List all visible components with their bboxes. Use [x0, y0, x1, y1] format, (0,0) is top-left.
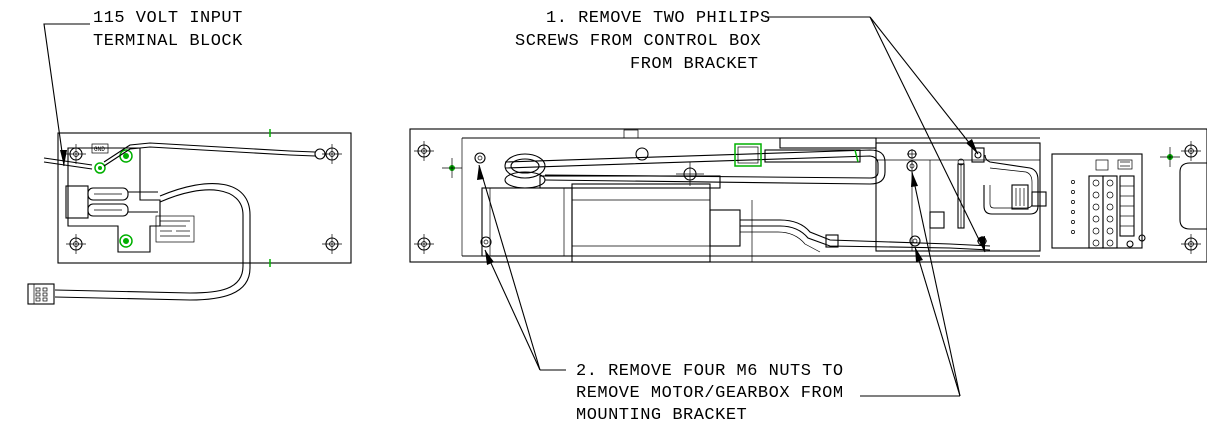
leader-lines-step1 — [765, 16, 986, 253]
terminal-plate — [57, 132, 352, 264]
ground-wire — [103, 142, 316, 163]
leader-lines-step2-right — [860, 171, 961, 397]
switch — [971, 147, 985, 163]
lead-wire — [43, 157, 93, 166]
callout-step1-line2: SCREWS FROM CONTROL BOX — [515, 32, 761, 51]
connector — [87, 187, 129, 201]
drive-belt — [504, 155, 879, 179]
m6-nut — [480, 236, 492, 248]
callout-terminal-line1: 115 VOLT INPUT — [93, 9, 243, 28]
belt-guard — [539, 175, 721, 189]
control-box-screw — [907, 149, 917, 159]
motor-body — [571, 183, 711, 263]
drive-pulley — [504, 153, 546, 189]
idler-pulley — [635, 147, 649, 161]
led-column — [1071, 180, 1075, 234]
terminal-block-assembly: GND — [27, 23, 352, 305]
arrowhead — [60, 150, 67, 166]
ribbon-cable — [983, 154, 1039, 215]
drive-belt — [504, 149, 886, 185]
motor-gearbox-assembly — [409, 128, 1207, 263]
mounting-hole — [1181, 234, 1201, 254]
terminal-block — [65, 185, 89, 219]
gnd-tag — [91, 143, 109, 154]
cable-clip — [825, 234, 839, 248]
label-plate — [155, 215, 195, 243]
callout-step2-line2: REMOVE MOTOR/GEARBOX FROM — [576, 384, 844, 403]
wire-harness — [740, 225, 991, 251]
callout-step2-line3: MOUNTING BRACKET — [576, 406, 747, 424]
ring-terminal — [314, 148, 326, 160]
ribbon-connector — [1011, 184, 1029, 210]
callout-step1-line3: FROM BRACKET — [630, 55, 758, 74]
output-cable — [54, 183, 251, 301]
green-screw — [119, 234, 133, 248]
wire-harness — [740, 219, 991, 247]
gnd-label: GND — [94, 146, 105, 153]
mounting-hole — [1181, 141, 1201, 161]
cable-clip — [1031, 191, 1047, 207]
green-pivot-mark — [1160, 147, 1180, 167]
top-plate — [779, 137, 877, 149]
terminal-strip — [1088, 175, 1118, 249]
mounting-hole — [66, 234, 86, 254]
bracket-slot — [1179, 162, 1207, 230]
mounting-hole — [66, 144, 86, 164]
motor-endcap — [709, 209, 741, 247]
mounting-hole — [414, 141, 434, 161]
m6-nut — [906, 160, 918, 172]
fuse-holder — [929, 211, 945, 229]
leader-line-terminal — [43, 23, 90, 167]
ground-wire — [103, 146, 316, 167]
output-cable — [54, 189, 244, 294]
cable-plug — [27, 283, 55, 305]
callout-step1-line1: 1. REMOVE TWO PHILIPS — [546, 9, 771, 28]
callout-terminal-line2: TERMINAL BLOCK — [93, 32, 243, 51]
green-pivot-mark — [442, 158, 462, 178]
terminal-bracket — [67, 147, 161, 253]
callout-step2-line1: 2. REMOVE FOUR M6 NUTS TO — [576, 362, 844, 381]
mounting-hole — [322, 234, 342, 254]
mounting-bracket — [409, 128, 1207, 263]
leader-lines-step2-left — [477, 164, 566, 371]
green-bracket — [734, 143, 762, 167]
m6-nut — [474, 152, 486, 164]
green-screw — [94, 162, 106, 174]
lead-wire — [43, 161, 93, 170]
m6-nut — [909, 235, 921, 247]
arm-plate — [764, 149, 861, 163]
control-box — [875, 142, 1041, 252]
mounting-hole — [414, 234, 434, 254]
connector — [87, 203, 129, 217]
